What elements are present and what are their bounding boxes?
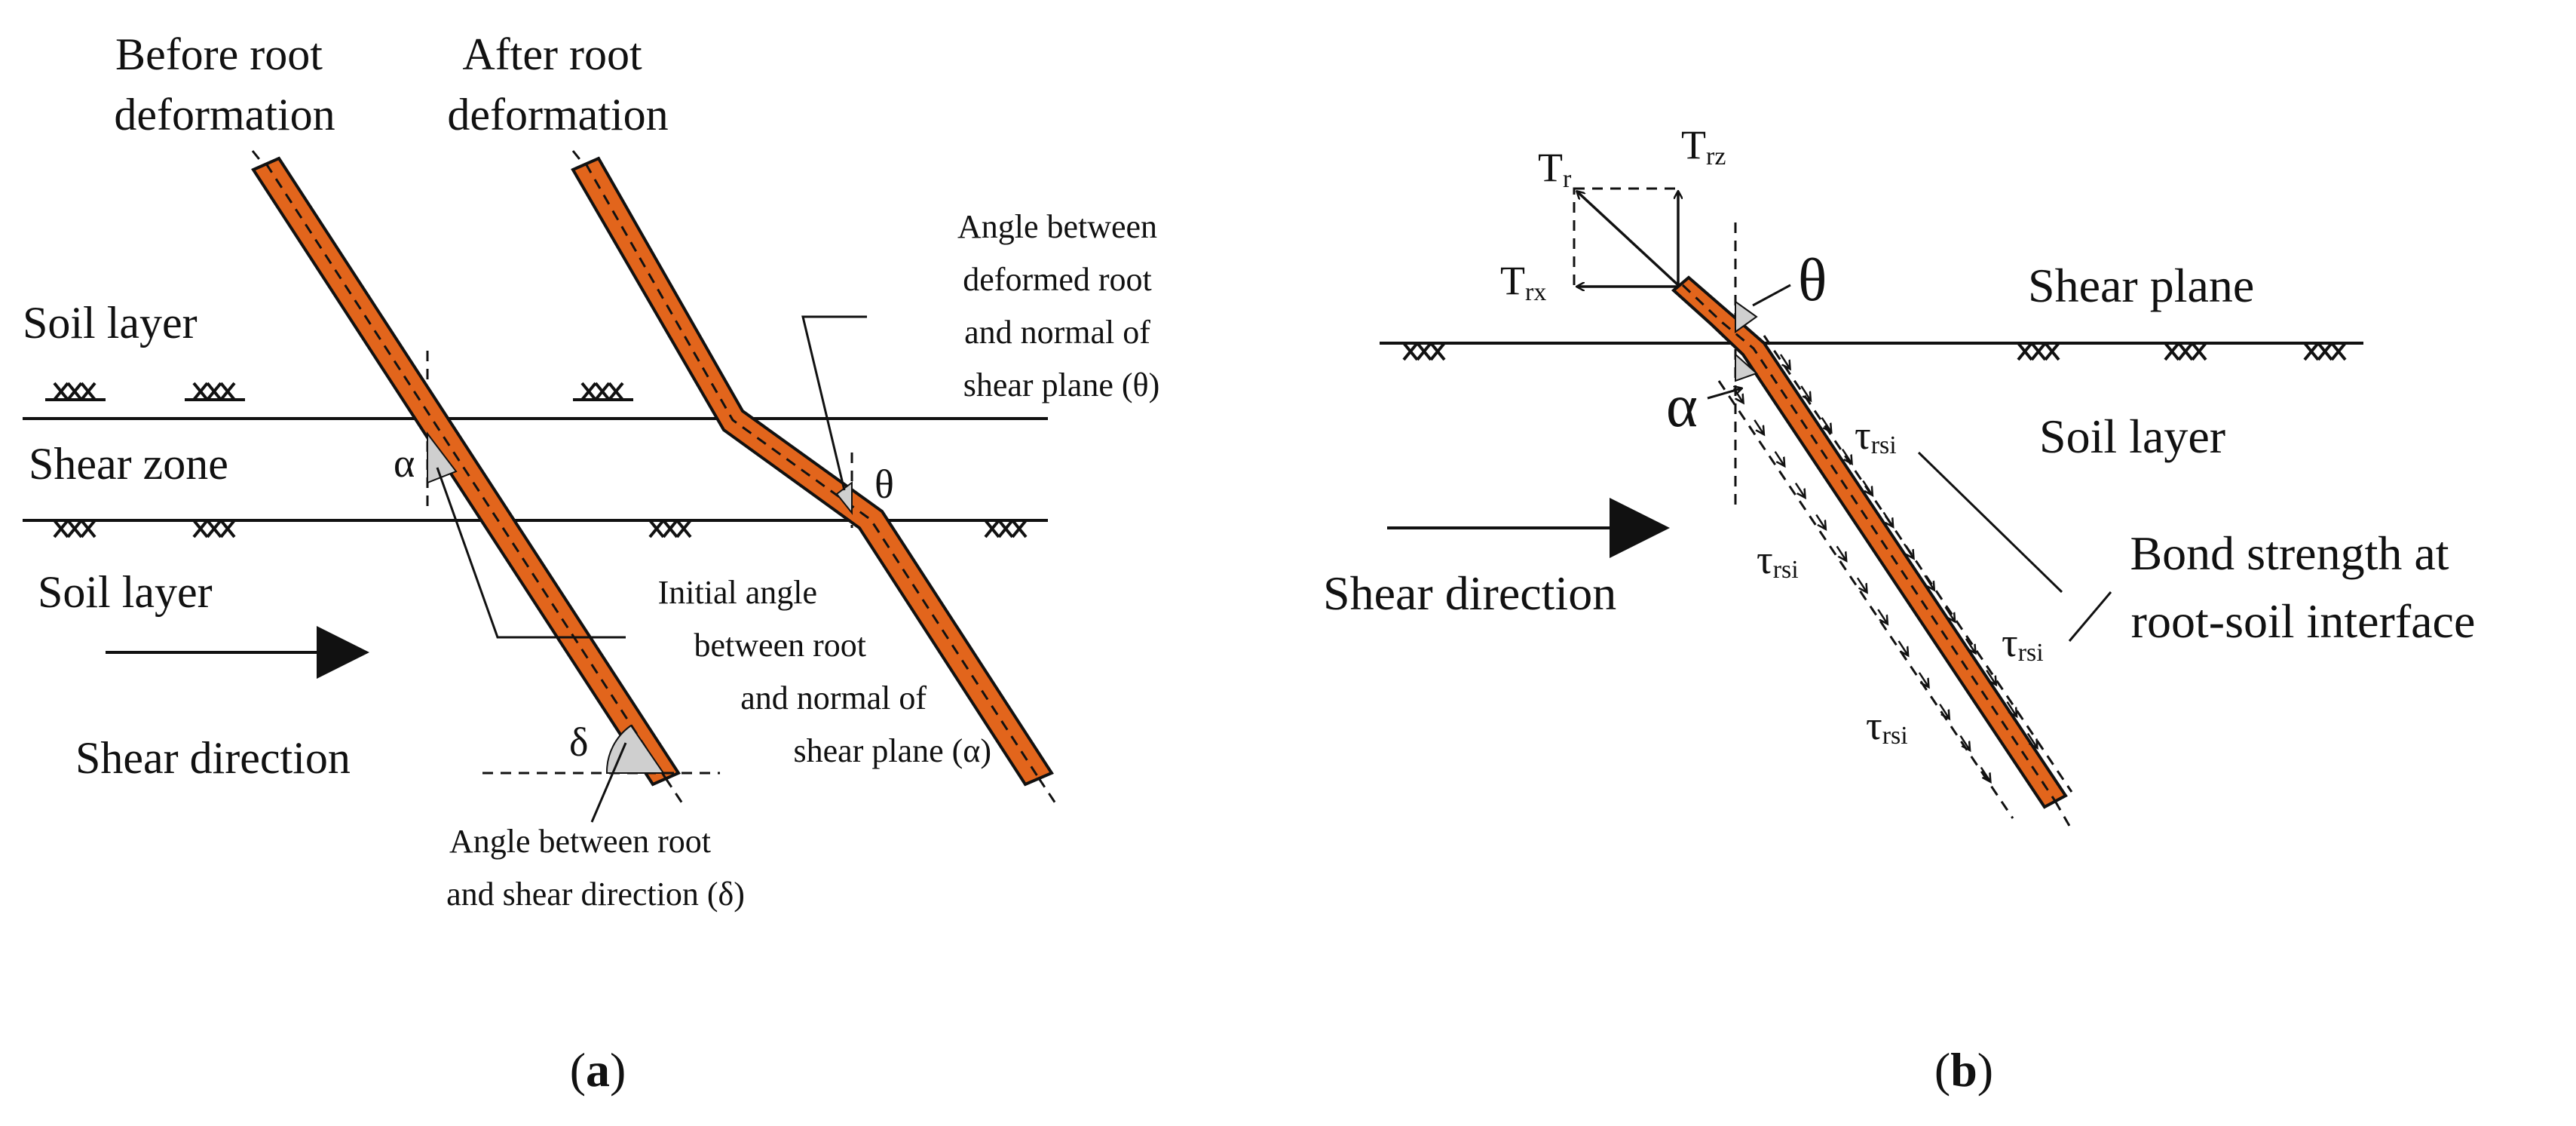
soil-hatch-top — [45, 382, 633, 401]
tau-arrow — [1877, 609, 1887, 623]
tau-arrow — [1754, 419, 1763, 434]
tau-arrow — [1800, 385, 1810, 400]
before-root-label: Before root deformation — [114, 29, 335, 140]
panel-b-label: (b) — [1934, 1043, 1993, 1097]
tau-arrow — [1959, 735, 1970, 750]
delta-leader-line — [590, 742, 627, 823]
bond-leader-1 — [1917, 451, 2063, 594]
shear-direction-label: Shear direction — [75, 733, 351, 783]
alpha-symbol-a: α — [394, 440, 415, 486]
shear-direction-label-b: Shear direction — [1323, 566, 1616, 620]
tau-arrow — [1732, 388, 1743, 402]
soil-layer-bottom-label: Soil layer — [38, 567, 213, 617]
soil-layer-label-b: Soil layer — [2039, 410, 2225, 463]
after-root-label: After root deformation — [447, 29, 668, 140]
tau-label-2: τrsi — [1757, 537, 1799, 584]
tau-arrow — [1836, 545, 1846, 560]
theta-symbol-a: θ — [874, 462, 894, 507]
alpha-angle-wedge-b — [1735, 352, 1758, 382]
tau-arrow — [1841, 448, 1852, 463]
force-decomposition — [1573, 187, 1678, 287]
alpha-symbol-b: α — [1666, 373, 1698, 440]
panel-b: Shear plane Soil layer Shear direction B… — [1323, 122, 2475, 1097]
tau-arrow — [1903, 543, 1913, 557]
tau-label-4: τrsi — [1866, 703, 1908, 750]
tau-arrow — [2006, 701, 2017, 716]
delta-note-label: Angle between root and shear direction (… — [446, 823, 745, 913]
shear-direction-arrow-head — [317, 626, 369, 679]
shear-direction-arrow-head-b — [1610, 498, 1670, 558]
theta-angle-wedge-b — [1735, 300, 1758, 333]
tau-arrows — [1732, 354, 2037, 781]
tau-arrow — [2026, 732, 2037, 747]
soil-layer-top-label: Soil layer — [23, 298, 198, 348]
delta-symbol-a: δ — [569, 719, 588, 765]
shear-zone-label: Shear zone — [29, 439, 228, 489]
tau-arrow — [1774, 451, 1784, 465]
theta-leader-line — [801, 315, 867, 491]
tau-arrow — [1821, 417, 1831, 431]
panel-a-label: (a) — [570, 1043, 626, 1097]
tau-arrow — [1856, 577, 1867, 591]
alpha-note-label: Initial angle between root and normal of… — [658, 574, 991, 769]
delta-angle-wedge — [605, 724, 665, 774]
tau-label-3: τrsi — [2002, 620, 2044, 667]
theta-note-label: Angle between deformed root and normal o… — [957, 208, 1165, 403]
tau-arrow — [1980, 766, 1990, 781]
root-before-deformation — [251, 150, 684, 804]
tau-arrow — [1924, 575, 1934, 589]
tau-arrow — [1779, 354, 1790, 368]
soil-hatch-bottom — [45, 519, 1037, 538]
bond-leader-2 — [2068, 591, 2112, 642]
tau-arrow — [1815, 514, 1825, 529]
tau-arrow — [1862, 480, 1872, 495]
force-trz-label: Trz — [1681, 122, 1726, 170]
alpha-leader-line — [436, 467, 626, 639]
tau-label-1: τrsi — [1855, 413, 1897, 459]
tau-arrow — [1944, 606, 1955, 621]
bond-strength-label: Bond strength at root-soil interface — [2130, 526, 2475, 648]
tau-arrow — [1794, 482, 1805, 497]
force-tr-label: Tr — [1538, 145, 1572, 193]
theta-symbol-b: θ — [1798, 247, 1827, 314]
tau-arrow — [1918, 672, 1928, 686]
shear-plane-label: Shear plane — [2028, 259, 2254, 312]
theta-leader-b — [1752, 284, 1791, 307]
tau-arrow — [1986, 670, 1996, 684]
tau-arrow — [1898, 640, 1908, 655]
tau-arrow — [1965, 638, 1975, 652]
force-trx-label: Trx — [1500, 258, 1546, 306]
panel-a: Before root deformation After root defor… — [23, 29, 1165, 1097]
interface-dashed-right — [1763, 335, 2073, 793]
tau-arrow — [1939, 704, 1949, 718]
root-b — [1671, 275, 2071, 827]
root-after-deformation — [571, 150, 1057, 804]
soil-hatch-b — [1395, 342, 2356, 361]
tau-arrow — [1882, 511, 1893, 526]
